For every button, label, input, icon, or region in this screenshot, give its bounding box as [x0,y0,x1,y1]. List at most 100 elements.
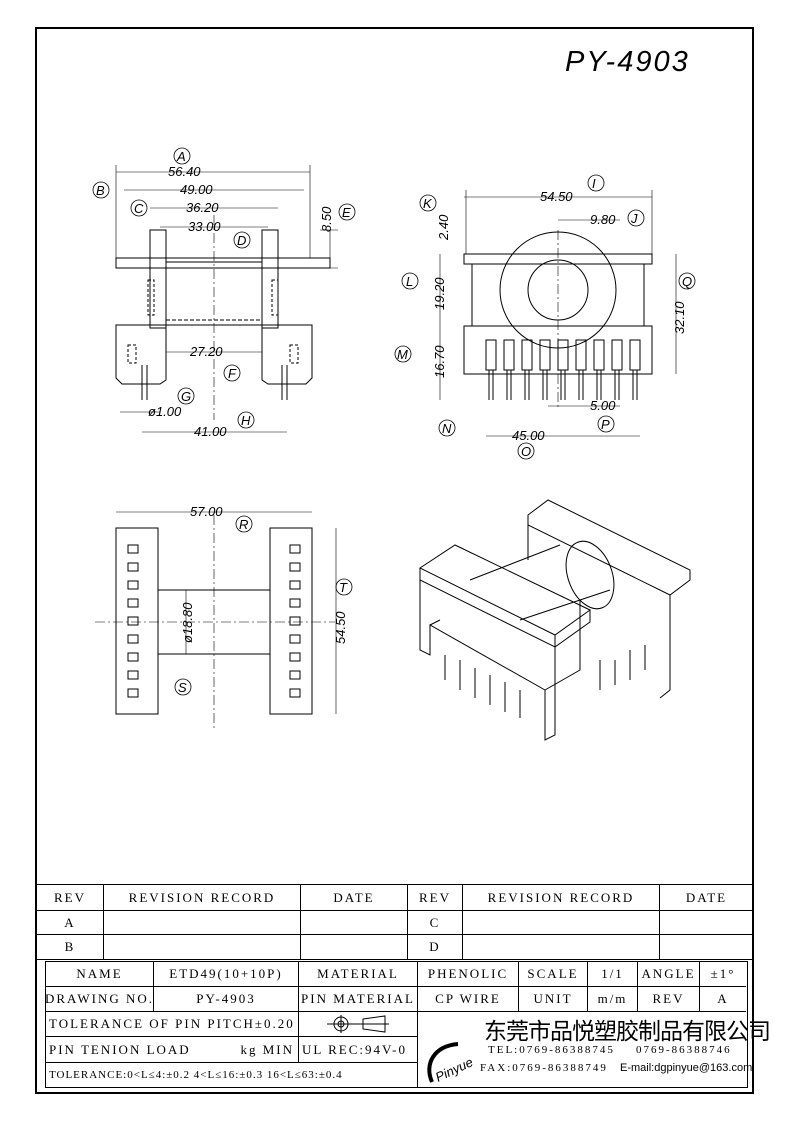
side-view: 54.50 9.80 2.40 19.20 16.70 45.00 5.00 3… [432,189,687,443]
revision-record-header-2: REVISION RECORD [463,885,660,911]
rev-a: A [37,911,104,935]
company-email: E-mail:dgpinyue@163.com [620,1062,753,1074]
dim-i-value: 54.50 [540,189,573,204]
side-view-labels: I J K L M N O P Q [394,174,696,460]
title-block: NAME ETD49(10+10P) MATERIAL PHENOLIC SCA… [45,961,771,1088]
dim-j-value: 9.80 [590,212,616,227]
rev-header-2: REV [408,885,463,911]
company-tel-2: 0769-86388746 [636,1044,732,1056]
drawing-title: PY-4903 [565,46,690,78]
date-c [660,911,753,935]
date-a [301,911,408,935]
third-angle-projection-icon [327,1015,389,1033]
label-a: A [176,149,186,164]
dim-c-value: 36.20 [186,200,219,215]
date-header: DATE [301,885,408,911]
label-r: R [239,517,248,532]
label-o: O [521,444,531,459]
label-h: H [241,413,251,428]
front-view-labels: A B C D E F G H [92,147,356,429]
rev-value: A [700,987,746,1012]
projection-symbol [299,1012,418,1037]
dim-m-value: 16.70 [432,345,447,378]
pin-tension-row: PIN TENION LOAD kg MIN [46,1037,299,1063]
company-fax: FAX:0769-86388749 [480,1062,608,1074]
rev-c: C [408,911,463,935]
dim-r-value: 57.00 [190,504,223,519]
label-g: G [181,389,191,404]
label-j: J [630,211,638,226]
front-view: 56.40 49.00 36.20 33.00 8.50 27.20 ø1.00… [115,164,338,439]
ul-rec: UL REC:94V-0 [299,1037,418,1063]
unit-value: m/m [588,987,638,1012]
dim-e-value: 8.50 [319,206,334,232]
unit-label: UNIT [519,987,588,1012]
angle-value: ±1° [700,962,746,987]
revision-table: REV REVISION RECORD DATE REV REVISION RE… [37,884,753,961]
material-value: PHENOLIC [418,962,519,987]
date-b [301,935,408,960]
label-k: K [423,196,433,211]
label-c: C [134,201,144,216]
dim-d-value: 33.00 [188,219,221,234]
pin-pitch-tolerance: TOLERANCE OF PIN PITCH±0.20 [46,1012,299,1037]
scale-label: SCALE [519,962,588,987]
angle-label: ANGLE [638,962,700,987]
rev-d: D [408,935,463,960]
dim-t-value: 54.50 [333,611,348,644]
general-tolerance: TOLERANCE:0<L≤4:±0.2 4<L≤16:±0.3 16<L≤63… [46,1063,418,1087]
revision-record-b [104,935,301,960]
isometric-view [418,499,691,741]
label-s: S [178,680,187,695]
bottom-view-labels: R S T [174,515,353,696]
technical-drawing: 56.40 49.00 36.20 33.00 8.50 27.20 ø1.00… [92,147,696,741]
revision-record-a [104,911,301,935]
dim-q-value: 32.10 [672,301,687,334]
revision-record-c [463,911,660,935]
dim-s-value: ø18.80 [180,602,195,643]
dim-a-value: 56.40 [168,164,201,179]
label-n: N [442,421,452,436]
pin-tension-unit: kg MIN [240,1041,294,1057]
drawing-no-value: PY-4903 [154,987,299,1012]
label-l: L [406,274,413,289]
drawing-frame [35,27,754,1094]
svg-text:Pinyue: Pinyue [433,1054,475,1084]
label-b: B [96,183,105,198]
pin-material-label: PIN MATERIAL [299,987,418,1012]
label-i: I [592,176,596,191]
dim-b-value: 49.00 [180,182,213,197]
label-d: D [237,233,246,248]
rev-b: B [37,935,104,960]
dim-p-value: 5.00 [590,398,616,413]
dim-l-value: 19.20 [432,277,447,310]
label-q: Q [682,274,692,289]
company-name: 东莞市品悦塑胶制品有限公司 [484,1019,771,1045]
label-t: T [339,580,348,595]
revision-record-d [463,935,660,960]
dim-h-value: 41.00 [194,424,227,439]
bottom-view: 57.00 ø18.80 54.50 [95,504,348,730]
drawing-no-label: DRAWING NO. [45,987,154,1012]
pin-material-value: CP WIRE [418,987,519,1012]
dim-f-value: 27.20 [189,344,223,359]
dim-g-value: ø1.00 [148,404,182,419]
date-header-2: DATE [660,885,753,911]
name-label: NAME [46,962,154,987]
scale-value: 1/1 [588,962,638,987]
label-m: M [397,347,408,362]
label-f: F [228,366,237,381]
dim-k-value: 2.40 [436,214,451,241]
rev-label: REV [638,987,700,1012]
rev-header: REV [37,885,104,911]
pinyue-logo: Pinyue [427,1042,475,1084]
label-e: E [342,205,351,220]
material-label: MATERIAL [299,962,418,987]
company-block: Pinyue 东莞市品悦塑胶制品有限公司 TEL:0769-86388745 0… [418,1012,771,1087]
revision-record-header: REVISION RECORD [104,885,301,911]
pin-tension-label: PIN TENION LOAD [49,1041,191,1057]
dim-o-value: 45.00 [512,428,545,443]
label-p: P [601,417,610,432]
date-d [660,935,753,960]
name-value: ETD49(10+10P) [154,962,299,987]
